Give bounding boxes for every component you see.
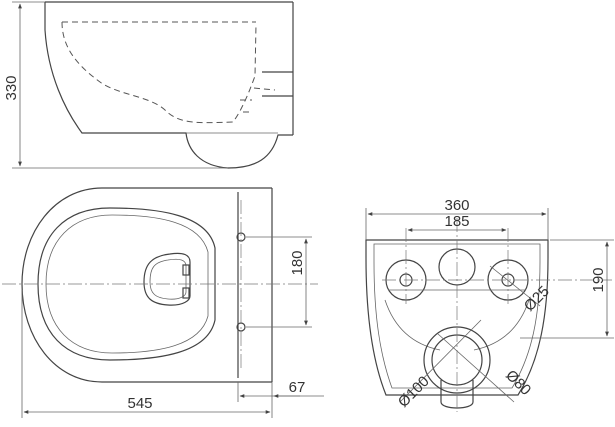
top-offset-dim-label: 67 [289,379,306,396]
top-back-plate [237,188,273,382]
top-flush-opening [143,252,191,306]
rear-d100-label: Ø100 [395,373,433,411]
side-inlet-box [262,71,293,97]
side-hidden-inlet [240,87,276,113]
rear-spacing-dim-label: 185 [444,213,469,230]
rear-leader-d80 [437,333,515,403]
top-seat-hinge-right [182,287,190,299]
top-outer-outline [21,187,272,383]
rear-view: 360 185 190 Ø25 Ø100 Ø80 [365,197,614,412]
rear-inner-outline [373,243,541,389]
top-view: 180 545 67 [2,187,324,418]
rear-outlet-outer [423,326,491,394]
rear-leader-d25 [489,265,541,307]
side-hidden-bowl [61,21,257,124]
rear-leader-d100 [399,319,482,403]
top-hole-spacing-dim-label: 180 [289,250,306,275]
top-seat-outer [37,207,216,361]
top-length-dim-label: 545 [127,395,152,412]
rear-d25-label: Ø25 [521,283,553,315]
side-view: 330 [3,1,294,169]
top-seat-hinge-left [182,264,190,276]
rear-width-dim-label: 360 [444,197,469,214]
top-flush-inner [149,258,187,300]
side-body-outline [44,2,293,169]
side-height-dim-label: 330 [3,75,20,100]
rear-height-dim-label: 190 [590,267,607,292]
rear-outer-outline [365,239,549,396]
